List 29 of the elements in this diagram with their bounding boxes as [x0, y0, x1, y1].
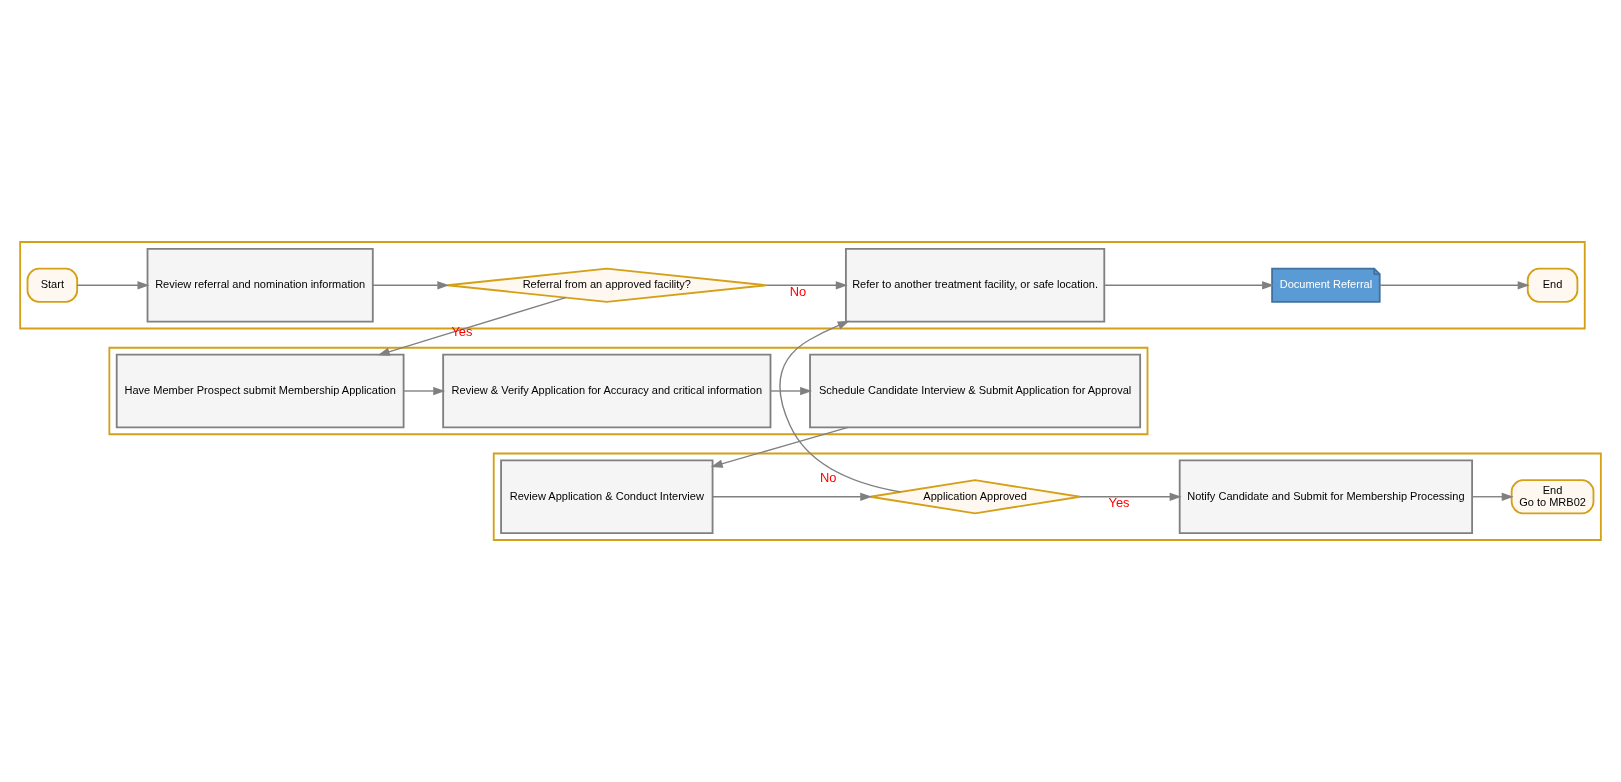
node-box: Refer to another treatment facility, or safe location.: [845, 248, 1106, 323]
node-box: Schedule Candidate Interview & Submit Application for Approval: [809, 353, 1142, 429]
edge-label: No: [820, 469, 837, 485]
edge-label: No: [789, 283, 807, 299]
node-box: Review Application & Conduct Interview: [500, 459, 714, 534]
arrow: [403, 386, 446, 396]
cluster: [492, 452, 1602, 541]
arrow: [779, 320, 902, 493]
node-box: Have Member Prospect submit Membership Application: [115, 353, 405, 429]
arrow: [1379, 281, 1530, 290]
arrow: [765, 281, 848, 290]
arrow: [372, 281, 450, 290]
arrow: [76, 281, 150, 290]
arrow: [712, 492, 873, 501]
node-box: Notify Candidate and Submit for Membership Processing: [1178, 459, 1474, 534]
arrow: [1103, 281, 1275, 290]
arrow: [377, 296, 567, 356]
node-box: Review & Verify Application for Accuracy and critical information: [442, 353, 772, 429]
arrow: [1471, 492, 1514, 501]
node-box: End: [1526, 267, 1579, 303]
arrow: [769, 386, 813, 396]
node-box: Start: [26, 267, 79, 303]
node-diamond: Referral from an approved facility?: [446, 267, 768, 303]
node-diamond: Application Approved: [869, 479, 1081, 515]
edge-label: Yes: [451, 324, 473, 340]
edge-label: Yes: [1108, 495, 1130, 511]
arrow: [1079, 492, 1182, 501]
node-box: End Go to MRB02: [1510, 479, 1595, 515]
node-box: Review referral and nomination information: [146, 248, 374, 323]
